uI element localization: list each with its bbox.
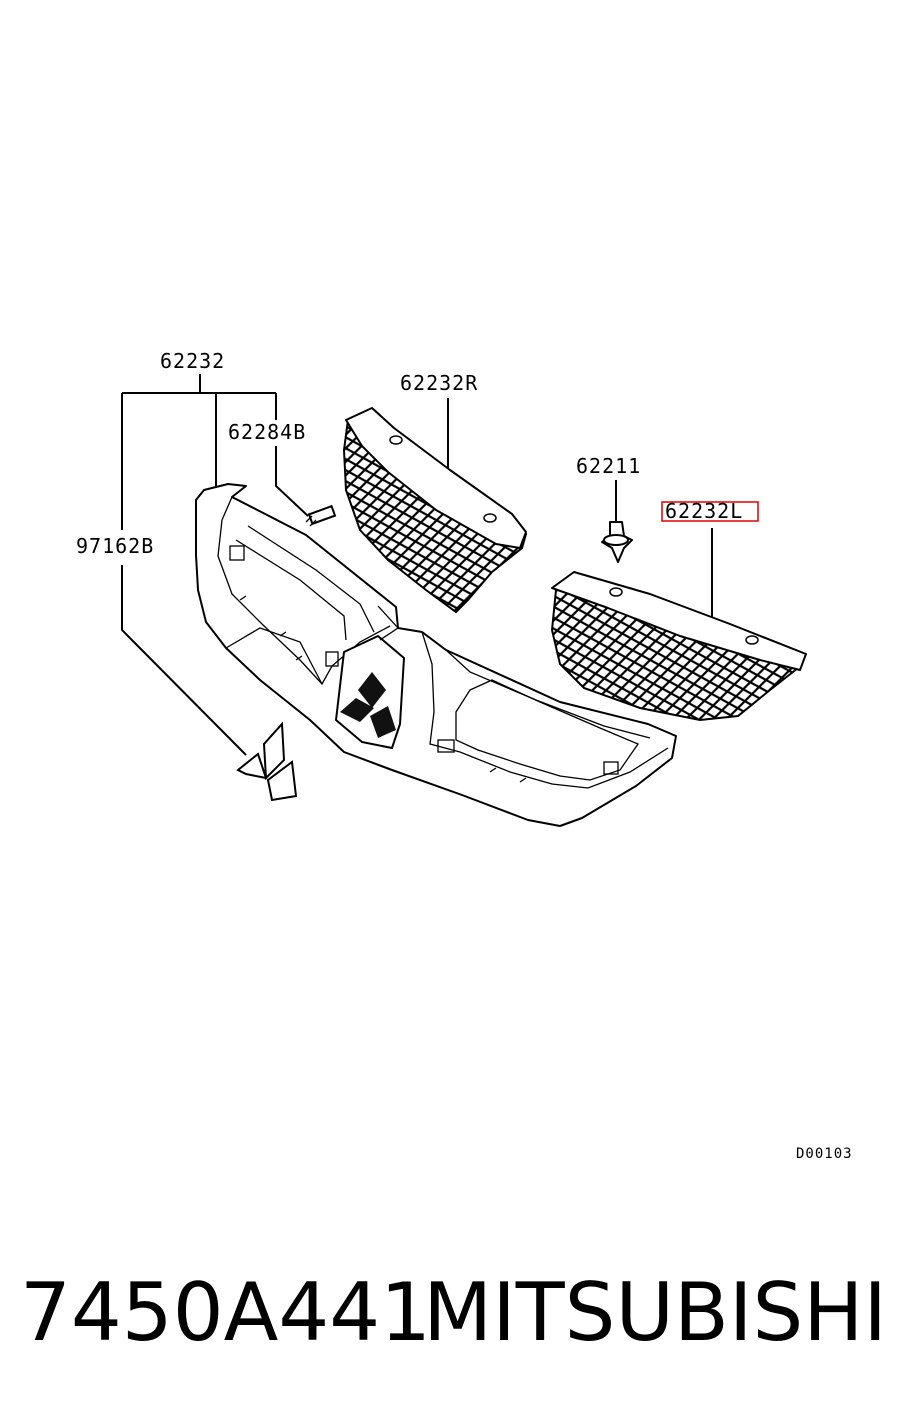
diagram-code: D00103	[796, 1146, 853, 1162]
clip-part	[601, 521, 633, 563]
leader-lines	[121, 374, 713, 756]
brand-name: MITSUBISHI	[423, 1266, 887, 1359]
grille-frame	[195, 483, 677, 827]
label-62211: 62211	[576, 454, 641, 478]
label-62232: 62232	[160, 349, 225, 373]
screw-part	[305, 504, 337, 527]
label-62232l: 62232L	[665, 499, 743, 523]
emblem-part	[236, 721, 298, 802]
part-number: 7450A441	[20, 1266, 432, 1359]
label-62284b: 62284B	[228, 420, 306, 444]
grille-insert-left	[550, 571, 807, 722]
label-62232r: 62232R	[400, 371, 478, 395]
grille-insert-right	[342, 407, 528, 614]
label-97162b: 97162B	[76, 534, 154, 558]
highlight-box	[661, 501, 759, 522]
